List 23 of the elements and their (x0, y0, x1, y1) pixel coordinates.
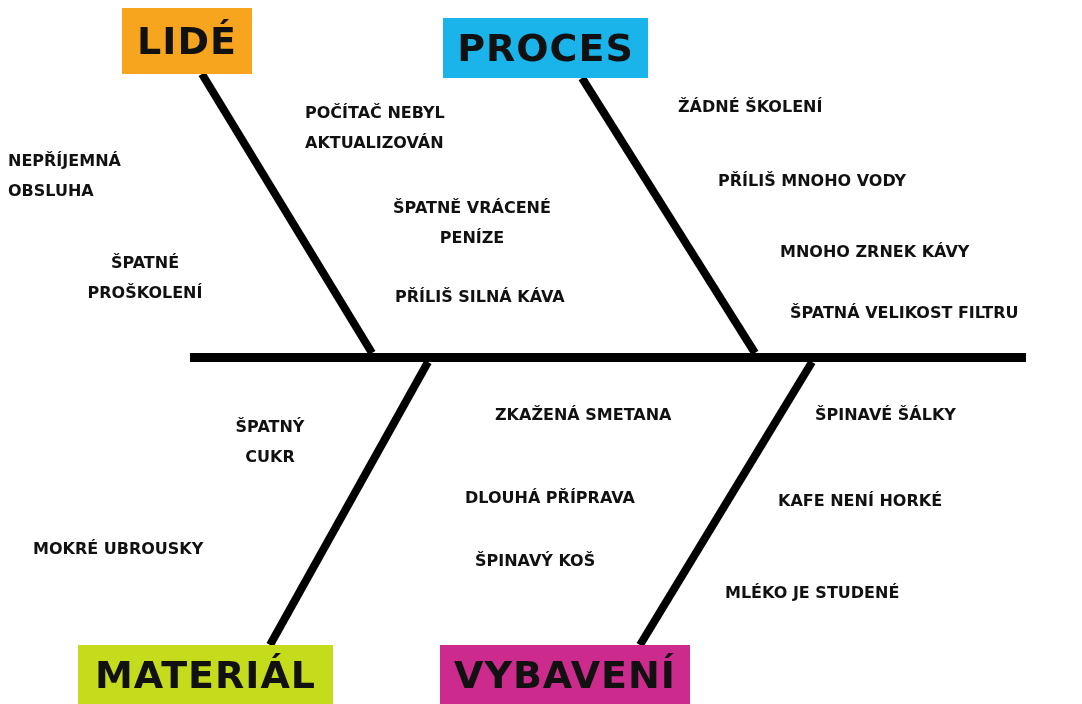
cause-label: ŠPATNĚ VRÁCENÉ PENÍZE (392, 197, 552, 249)
category-label: MATERIÁL (78, 645, 333, 704)
bone-line (266, 360, 432, 647)
cause-label: DLOUHÁ PŘÍPRAVA (465, 487, 636, 509)
cause-label: ŠPINAVÉ ŠÁLKY (815, 404, 957, 426)
cause-label: MOKRÉ UBROUSKY (33, 538, 205, 560)
cause-label: KAFE NENÍ HORKÉ (778, 490, 944, 512)
cause-label: ZKAŽENÁ SMETANA (495, 404, 673, 426)
cause-label: PŘÍLIŠ MNOHO VODY (718, 170, 908, 192)
cause-label: MLÉKO JE STUDENÉ (725, 582, 901, 604)
cause-label: NEPŘÍJEMNÁ OBSLUHA (8, 150, 122, 202)
cause-label: POČÍTAČ NEBYL AKTUALIZOVÁN (305, 102, 446, 154)
cause-label: ŠPATNÝ CUKR (234, 416, 306, 468)
bone-line (636, 359, 816, 648)
cause-label: ŠPINAVÝ KOŠ (475, 550, 597, 572)
category-label: PROCES (443, 18, 648, 78)
cause-label: ŠPATNÉ PROŠKOLENÍ (86, 252, 204, 304)
category-label: VYBAVENÍ (440, 645, 690, 704)
cause-label: MNOHO ZRNEK KÁVY (780, 241, 971, 263)
cause-label: PŘÍLIŠ SILNÁ KÁVA (395, 286, 566, 308)
cause-label: ŠPATNÁ VELIKOST FILTRU (790, 302, 1020, 324)
cause-label: ŽÁDNÉ ŠKOLENÍ (678, 96, 824, 118)
category-label: LIDÉ (122, 8, 252, 74)
